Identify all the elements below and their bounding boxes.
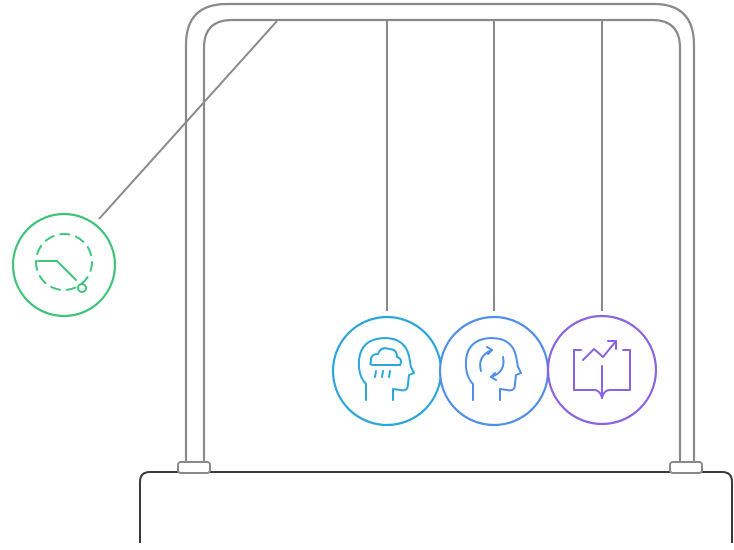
- frame-foot-left: [178, 462, 210, 473]
- ball-growth: [548, 316, 656, 424]
- ball-mind-cycle: [440, 317, 548, 425]
- string-swung: [99, 21, 277, 219]
- frame-foot-right: [670, 462, 702, 473]
- ball-timer: [13, 214, 115, 316]
- ball-mind-fog: [333, 317, 441, 425]
- cradle-base: [140, 472, 732, 543]
